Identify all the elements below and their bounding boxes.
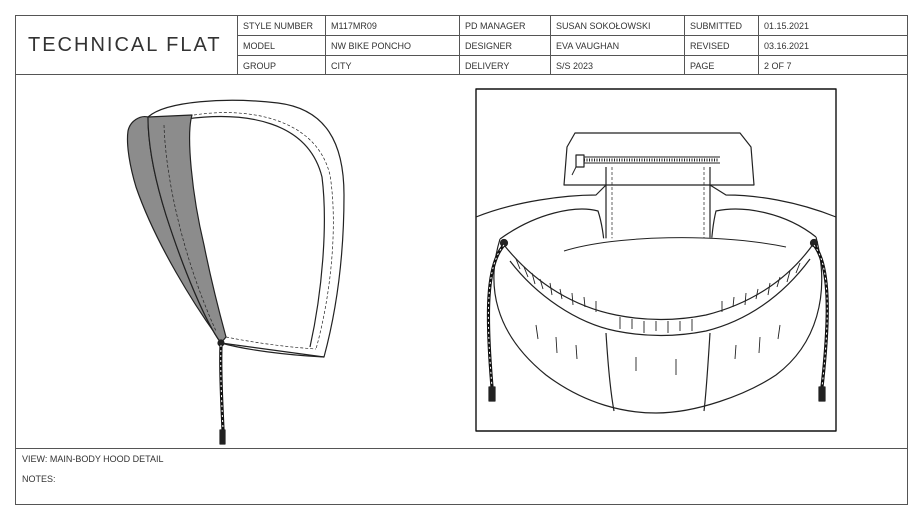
revised-label: REVISED [685, 36, 759, 56]
hood-front-detail [475, 88, 837, 432]
front-drawcords [486, 238, 829, 402]
flat-drawing-area [126, 88, 837, 445]
tech-flat-sheet: TECHNICAL FLAT STYLE NUMBER M117MR09 PD … [15, 15, 908, 505]
pd-manager-label: PD MANAGER [460, 16, 551, 36]
notes-label: NOTES: [22, 474, 56, 484]
ruching-marks [515, 258, 801, 375]
hood-drawcord [219, 344, 225, 431]
delivery-value: S/S 2023 [551, 56, 685, 75]
page-label: PAGE [685, 56, 759, 75]
page-value: 2 OF 7 [764, 60, 792, 71]
sheet-footer: VIEW: MAIN-BODY HOOD DETAIL NOTES: [16, 448, 907, 505]
sheet-title: TECHNICAL FLAT [28, 33, 222, 56]
model-value: NW BIKE PONCHO [326, 36, 460, 56]
sheet-title-cell: TECHNICAL FLAT [16, 16, 238, 75]
submitted-value: 01.15.2021 [759, 16, 908, 36]
style-number-value: M117MR09 [326, 16, 460, 36]
designer-label: DESIGNER [460, 36, 551, 56]
view-caption: VIEW: MAIN-BODY HOOD DETAIL [22, 454, 164, 464]
pd-manager-value: SUSAN SOKOŁOWSKI [551, 16, 685, 36]
hood-side-view [126, 99, 345, 445]
style-number-label: STYLE NUMBER [238, 16, 326, 36]
group-label: GROUP [238, 56, 326, 75]
spec-header-table: STYLE NUMBER M117MR09 PD MANAGER SUSAN S… [238, 16, 908, 75]
designer-value: EVA VAUGHAN [551, 36, 685, 56]
zipper [571, 154, 720, 176]
submitted-label: SUBMITTED [685, 16, 759, 36]
revised-value: 03.16.2021 [759, 36, 908, 56]
model-label: MODEL [238, 36, 326, 56]
group-value: CITY [326, 56, 460, 75]
delivery-label: DELIVERY [460, 56, 551, 75]
